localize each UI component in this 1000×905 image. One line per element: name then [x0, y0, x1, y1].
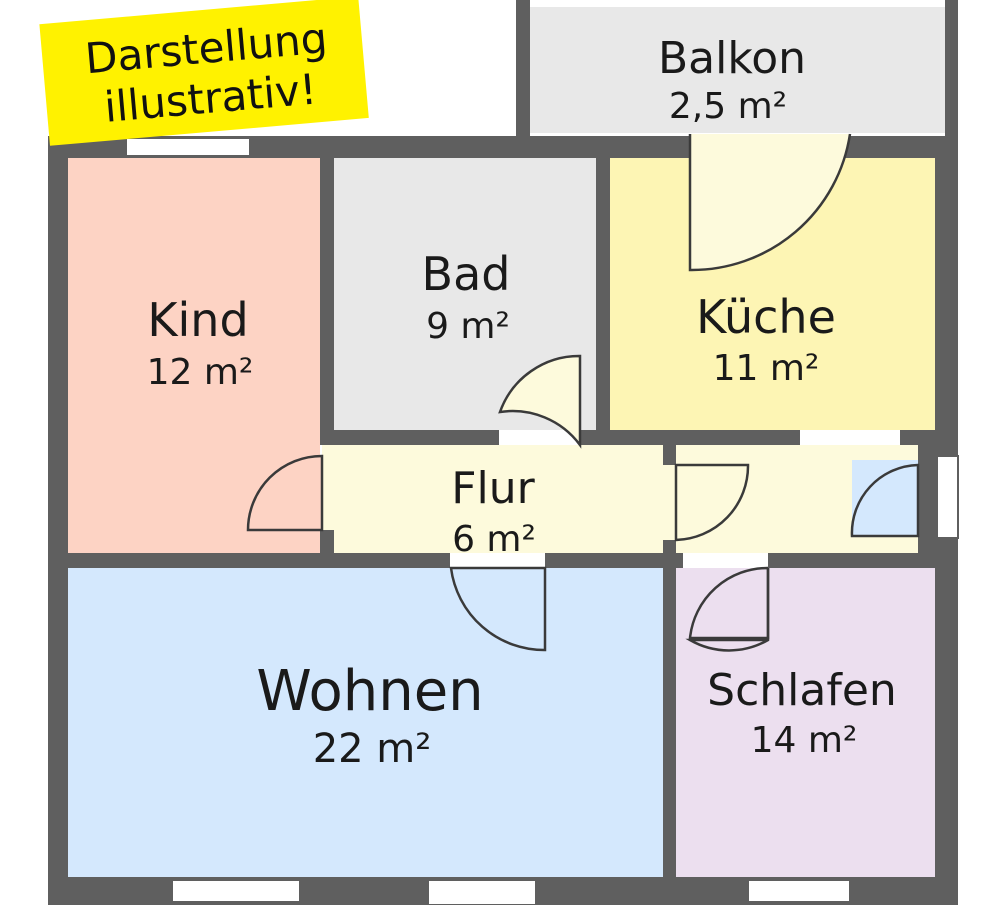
- wall-flur-bottom-b: [545, 553, 683, 568]
- wall-bad-bottom-a: [334, 430, 499, 445]
- room-name-wohnen: Wohnen: [256, 659, 483, 724]
- room-area-flur: 6 m²: [452, 519, 536, 560]
- wall-flur-partition: [663, 445, 676, 465]
- door-bad: [498, 354, 582, 449]
- room-area-balkon: 2,5 m²: [669, 86, 787, 127]
- room-area-schlafen: 14 m²: [751, 720, 858, 761]
- window-flur-right: [936, 455, 959, 539]
- door-kueche-flur: [674, 463, 750, 542]
- wall-balcony-left: [516, 0, 530, 150]
- room-name-kind: Kind: [147, 293, 248, 347]
- wall-bad-bottom-b: [580, 430, 610, 445]
- room-area-kind: 12 m²: [147, 352, 254, 393]
- wall-kind-bad: [320, 158, 334, 445]
- door-closet: [850, 463, 920, 538]
- window-kind: [125, 137, 251, 157]
- door-kind: [246, 454, 324, 532]
- wall-flur-bottom-a: [68, 553, 450, 568]
- wall-wohnen-schlafen: [663, 553, 676, 877]
- wall-flur-bottom-c: [768, 553, 935, 568]
- door-balkon-kueche: [688, 133, 852, 272]
- window-wohnen-right: [427, 879, 537, 905]
- room-balkon: [530, 7, 945, 133]
- windows: [125, 137, 959, 905]
- notice-stamp: Darstellung illustrativ!: [39, 0, 369, 146]
- door-schlafen: [685, 568, 770, 652]
- wall-closet: [918, 445, 935, 553]
- room-area-wohnen: 22 m²: [313, 726, 432, 772]
- wall-bad-kueche: [596, 158, 610, 445]
- window-wohnen-left: [171, 879, 301, 903]
- notice-background: [39, 0, 369, 146]
- wall-flur-partition-low: [663, 540, 676, 553]
- wall-kind-flur-stub: [320, 530, 334, 553]
- wall-kueche-bottom-b: [900, 430, 935, 445]
- interior-walls: [68, 158, 958, 877]
- window-schlafen: [747, 879, 851, 903]
- room-name-kueche: Küche: [696, 290, 836, 344]
- room-area-bad: 9 m²: [426, 306, 510, 347]
- wall-outer-left: [48, 136, 68, 905]
- room-name-schlafen: Schlafen: [707, 665, 897, 716]
- wall-outer-right-notch: [935, 540, 958, 568]
- wall-balcony-right: [945, 0, 958, 150]
- doors: [246, 133, 920, 652]
- wall-kueche-bottom-a: [610, 430, 800, 445]
- door-schlafen-leaf: [688, 566, 770, 640]
- labels: Balkon 2,5 m² Kind 12 m² Bad 9 m² Küche …: [147, 33, 897, 772]
- room-flur: [322, 445, 920, 553]
- room-area-kueche: 11 m²: [713, 348, 820, 389]
- room-schlafen: [676, 568, 935, 877]
- room-name-bad: Bad: [422, 247, 511, 301]
- room-name-balkon: Balkon: [658, 33, 806, 84]
- door-wohnen: [449, 566, 547, 652]
- room-wohnen: [68, 568, 663, 877]
- room-name-flur: Flur: [451, 463, 535, 514]
